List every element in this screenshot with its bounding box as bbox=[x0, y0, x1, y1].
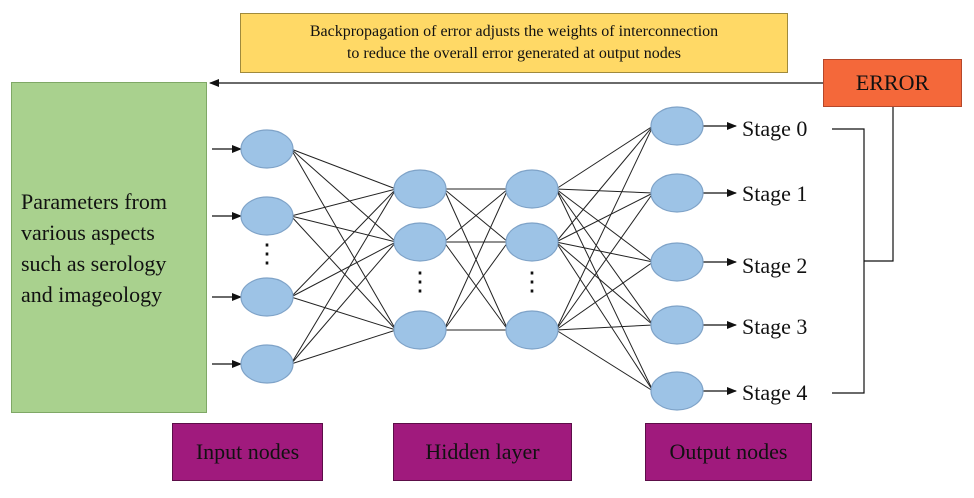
connection-line bbox=[290, 148, 397, 243]
input-panel-line: such as serology bbox=[21, 250, 167, 276]
stage-3-label: Stage 3 bbox=[742, 314, 808, 339]
neuron-node bbox=[240, 277, 294, 317]
stage-1-label: Stage 1 bbox=[742, 181, 808, 206]
neuron-node bbox=[505, 310, 559, 350]
neuron-node bbox=[240, 196, 294, 236]
neuron-node bbox=[240, 344, 294, 384]
stage-2-label: Stage 2 bbox=[742, 253, 808, 278]
connection-line bbox=[555, 241, 654, 392]
connection-line bbox=[555, 192, 654, 243]
ellipsis-mark: ⋮ bbox=[519, 267, 545, 296]
backpropagation-note: Backpropagation of error adjusts the wei… bbox=[240, 13, 788, 73]
input-nodes-label: Input nodes bbox=[172, 423, 323, 481]
connection-line bbox=[290, 188, 397, 365]
connection-line bbox=[555, 241, 654, 263]
connection-line bbox=[443, 188, 509, 331]
connection-line bbox=[290, 296, 397, 331]
connection-line bbox=[555, 125, 654, 331]
connection-line bbox=[290, 148, 397, 190]
neuron-node bbox=[505, 169, 559, 209]
neuron-nodes bbox=[240, 106, 704, 411]
input-panel-line: various aspects bbox=[21, 219, 155, 245]
connection-line bbox=[290, 188, 397, 298]
connection-line bbox=[555, 324, 654, 331]
connection-line bbox=[290, 215, 397, 331]
connection-line bbox=[555, 125, 654, 243]
connection-line bbox=[290, 188, 397, 217]
connection-line bbox=[555, 192, 654, 331]
input-parameters-panel: Parameters from various aspects such as … bbox=[11, 82, 207, 413]
error-box: ERROR bbox=[823, 59, 962, 107]
neuron-node bbox=[393, 169, 447, 209]
neuron-node bbox=[650, 173, 704, 213]
hidden-layer-label: Hidden layer bbox=[393, 423, 572, 481]
connection-line bbox=[555, 188, 654, 263]
note-line-1: Backpropagation of error adjusts the wei… bbox=[309, 23, 719, 40]
connection-line bbox=[443, 188, 509, 243]
stage-0-label: Stage 0 bbox=[742, 116, 808, 141]
neuron-node bbox=[650, 371, 704, 411]
connection-line bbox=[290, 329, 397, 365]
connection-line bbox=[555, 241, 654, 326]
neuron-node bbox=[505, 222, 559, 262]
connection-line bbox=[555, 188, 654, 326]
connection-line bbox=[290, 241, 397, 298]
output-nodes-label: Output nodes bbox=[645, 423, 812, 481]
stage-bracket-line bbox=[832, 128, 865, 394]
stage-bracket bbox=[832, 107, 894, 394]
connection-line bbox=[290, 241, 397, 365]
connection-line bbox=[555, 125, 654, 190]
note-line-2: to reduce the overall error generated at… bbox=[346, 45, 682, 62]
connection-line bbox=[555, 329, 654, 392]
neuron-node bbox=[650, 106, 704, 146]
bracket-to-error-line bbox=[864, 107, 894, 262]
ellipsis-marks: ⋮ ⋮ ⋮ bbox=[254, 239, 545, 296]
connection-lines bbox=[290, 125, 654, 392]
input-panel-line: Parameters from bbox=[21, 188, 167, 214]
neuron-node bbox=[650, 305, 704, 345]
neuron-node bbox=[393, 222, 447, 262]
ellipsis-mark: ⋮ bbox=[254, 239, 280, 268]
ellipsis-mark: ⋮ bbox=[407, 267, 433, 296]
input-panel-line: and imageology bbox=[21, 281, 163, 307]
connection-line bbox=[290, 148, 397, 331]
neuron-node bbox=[240, 129, 294, 169]
connection-line bbox=[443, 241, 509, 331]
connection-line bbox=[555, 261, 654, 331]
stage-4-label: Stage 4 bbox=[742, 380, 808, 405]
signal-arrows bbox=[209, 79, 823, 395]
connection-line bbox=[290, 215, 397, 243]
connection-line bbox=[555, 188, 654, 194]
neuron-node bbox=[393, 310, 447, 350]
neuron-node bbox=[650, 242, 704, 282]
